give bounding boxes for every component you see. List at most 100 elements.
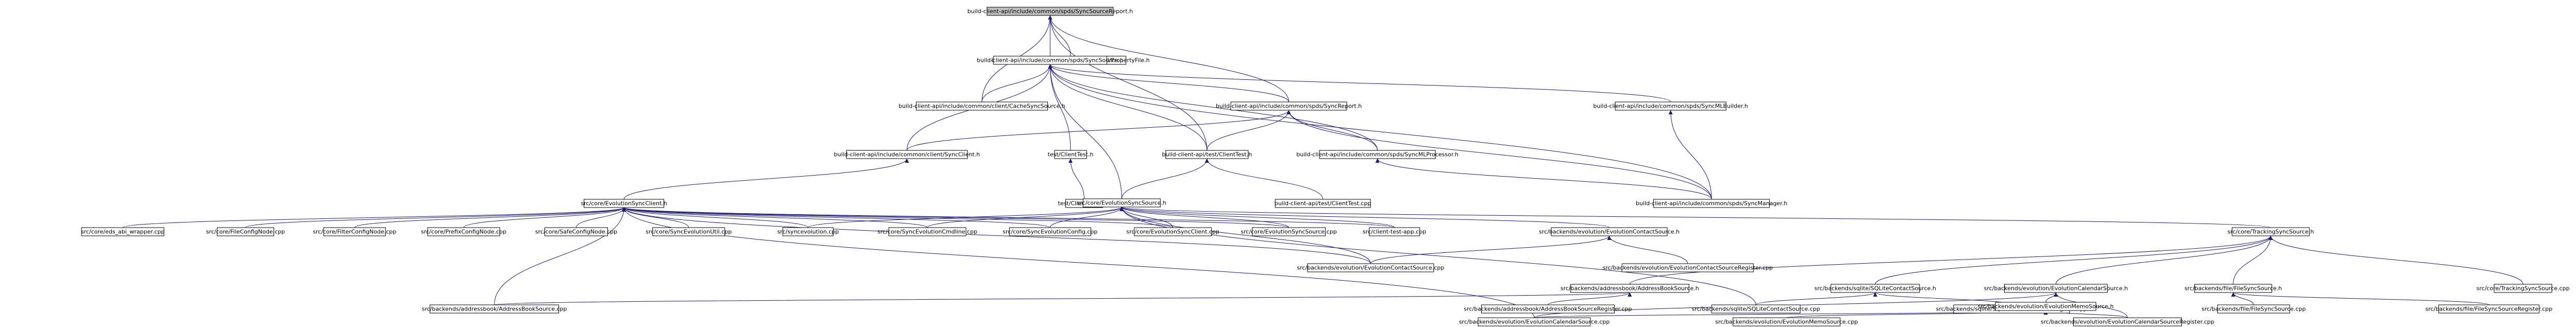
node-label: src/backends/file/FileSyncSource.h <box>2184 285 2282 292</box>
node-box[interactable] <box>544 227 608 236</box>
node-box[interactable] <box>430 304 560 314</box>
node-box[interactable] <box>1615 101 1726 111</box>
graph-node-n7[interactable]: test/ClientTest.h <box>1048 150 1094 159</box>
node-box[interactable] <box>1570 284 1689 293</box>
graph-node-n16[interactable]: src/core/FileConfigNode.cpp <box>206 227 285 236</box>
node-box[interactable] <box>2494 284 2552 293</box>
node-box[interactable] <box>993 56 1107 65</box>
graph-node-n8[interactable]: build-client-api/test/ClientTest.h <box>1162 150 1252 159</box>
graph-node-n23[interactable]: src/core/SyncEvolutionConfig.cpp <box>1003 227 1097 236</box>
graph-node-n43[interactable]: src/backends/evolution/EvolutionCalendar… <box>1459 317 1610 326</box>
include-edge-n4-n2 <box>1048 64 1289 102</box>
include-edge-n8-n4 <box>1207 110 1291 151</box>
graph-node-n35[interactable]: src/core/TrackingSyncSource.cpp <box>2477 284 2570 293</box>
graph-node-n31[interactable]: src/backends/addressbook/AddressBookSour… <box>1561 284 1699 293</box>
graph-node-n40[interactable]: src/backends/evolution/EvolutionMemoSour… <box>1978 302 2114 311</box>
graph-node-n13[interactable]: src/core/EvolutionSyncClient.h <box>581 199 667 208</box>
node-box[interactable] <box>888 227 967 236</box>
node-box[interactable] <box>323 227 386 236</box>
node-box[interactable] <box>916 101 1048 111</box>
graph-node-n0[interactable]: build-client-api/include/common/spds/Syn… <box>968 7 1133 16</box>
node-box[interactable] <box>2194 284 2273 293</box>
node-box[interactable] <box>2217 304 2290 314</box>
node-box[interactable] <box>1995 302 2096 311</box>
graph-node-n3[interactable]: build-client-api/include/common/client/C… <box>899 101 1065 111</box>
node-box[interactable] <box>987 7 1114 16</box>
graph-node-n15[interactable]: src/core/eds_abi_wrapper.cpp <box>81 227 165 236</box>
node-box[interactable] <box>782 227 834 236</box>
include-edge-n16-n13 <box>245 207 626 228</box>
node-box[interactable] <box>2231 227 2310 236</box>
graph-node-n14[interactable]: src/core/EvolutionSyncSource.h <box>1077 198 1166 208</box>
node-box[interactable] <box>1307 263 1434 272</box>
node-box[interactable] <box>1733 317 1841 326</box>
graph-node-n34[interactable]: src/backends/file/FileSyncSource.h <box>2184 284 2282 293</box>
node-box[interactable] <box>427 227 500 236</box>
node-box[interactable] <box>1653 199 1770 208</box>
node-box[interactable] <box>2073 317 2182 326</box>
graph-node-n37[interactable]: src/backends/addressbook/AddressBookSour… <box>1464 304 1632 314</box>
node-box[interactable] <box>584 199 665 208</box>
graph-node-n17[interactable]: src/core/FilterConfigNode.cpp <box>313 227 396 236</box>
graph-node-n9[interactable]: build-client-api/include/common/spds/Syn… <box>1296 150 1459 159</box>
graph-node-n24[interactable]: src/core/EvolutionSyncClient.cpp <box>1126 227 1219 236</box>
node-label: build-client-api/include/common/client/C… <box>899 103 1065 110</box>
node-label: src/core/SyncEvolutionCmdline.cpp <box>877 229 977 235</box>
node-box[interactable] <box>81 227 164 236</box>
node-box[interactable] <box>652 227 725 236</box>
node-box[interactable] <box>1252 227 1326 236</box>
graph-node-n42[interactable]: src/backends/file/FileSyncSourceRegister… <box>2426 304 2553 314</box>
node-box[interactable] <box>2004 284 2108 293</box>
graph-node-n19[interactable]: src/core/SafeConfigNode.cpp <box>535 227 617 236</box>
graph-node-n36[interactable]: src/backends/addressbook/AddressBookSour… <box>422 304 567 314</box>
node-label: src/core/EvolutionSyncSource.cpp <box>1241 229 1336 235</box>
graph-node-n20[interactable]: src/core/SyncEvolutionUtil.cpp <box>646 227 732 236</box>
node-box[interactable] <box>1082 198 1161 208</box>
node-box[interactable] <box>1165 150 1249 159</box>
node-box[interactable] <box>1711 304 1801 314</box>
node-box[interactable] <box>1230 101 1347 111</box>
node-box[interactable] <box>1009 227 1091 236</box>
graph-node-n28[interactable]: src/core/TrackingSyncSource.h <box>2227 227 2314 236</box>
graph-node-n45[interactable]: src/backends/evolution/EvolutionCalendar… <box>2041 317 2214 326</box>
graph-node-n6[interactable]: build-client-api/include/common/client/S… <box>834 150 980 159</box>
graph-node-n29[interactable]: src/backends/evolution/EvolutionContactS… <box>1297 263 1444 272</box>
graph-node-n26[interactable]: src/client-test-app.cpp <box>1363 227 1426 236</box>
graph-node-n4[interactable]: build-client-api/include/common/spds/Syn… <box>1216 101 1362 111</box>
node-box[interactable] <box>1478 317 1591 326</box>
node-box[interactable] <box>1551 227 1668 236</box>
node-box[interactable] <box>1054 150 1087 159</box>
graph-node-n32[interactable]: src/backends/sqlite/SQLiteContactSource.… <box>1815 284 1936 293</box>
graph-node-n21[interactable]: src/syncevolution.cpp <box>777 227 839 236</box>
graph-node-n41[interactable]: src/backends/file/FileSyncSource.cpp <box>2201 304 2306 314</box>
node-box[interactable] <box>1831 284 1920 293</box>
graph-node-n22[interactable]: src/core/SyncEvolutionCmdline.cpp <box>877 227 977 236</box>
node-box[interactable] <box>1133 227 1212 236</box>
graph-node-n27[interactable]: src/backends/evolution/EvolutionContactS… <box>1539 227 1680 236</box>
graph-node-n38[interactable]: src/backends/sqlite/SQLiteContactSource.… <box>1691 304 1820 314</box>
node-label: src/core/SyncEvolutionUtil.cpp <box>646 229 732 235</box>
include-edge-n36-n13 <box>494 207 626 305</box>
graph-node-n25[interactable]: src/core/EvolutionSyncSource.cpp <box>1241 227 1337 236</box>
node-label: src/core/TrackingSyncSource.cpp <box>2477 285 2570 292</box>
node-label: src/backends/evolution/EvolutionCalendar… <box>1459 319 1610 325</box>
graph-node-n44[interactable]: src/backends/evolution/EvolutionMemoSour… <box>1715 317 1858 326</box>
graph-node-n33[interactable]: src/backends/evolution/EvolutionCalendar… <box>1984 284 2128 293</box>
include-edge-n37-n31 <box>1547 292 1632 305</box>
graph-node-n18[interactable]: src/core/PrefixConfigNode.cpp <box>421 227 506 236</box>
graph-node-n5[interactable]: build-client-api/include/common/spds/Syn… <box>1593 101 1748 111</box>
node-label: build-client-api/include/common/spds/Syn… <box>1593 103 1748 110</box>
node-box[interactable] <box>216 227 274 236</box>
node-box[interactable] <box>1369 227 1420 236</box>
node-box[interactable] <box>2438 304 2539 314</box>
node-box[interactable] <box>1319 150 1436 159</box>
graph-node-n2[interactable]: build-client-api/include/common/spds/Syn… <box>977 56 1124 65</box>
node-box[interactable] <box>846 150 968 159</box>
graph-node-n12[interactable]: build-client-api/include/common/spds/Syn… <box>1636 199 1787 208</box>
graph-node-n11[interactable]: build-client-api/test/ClientTest.cpp <box>1275 199 1371 208</box>
node-box[interactable] <box>1275 199 1371 208</box>
include-edge-n23-n14 <box>1049 206 1124 228</box>
graph-node-n30[interactable]: src/backends/evolution/EvolutionContactS… <box>1603 263 1773 272</box>
node-box[interactable] <box>1481 304 1615 314</box>
node-box[interactable] <box>1621 263 1754 272</box>
